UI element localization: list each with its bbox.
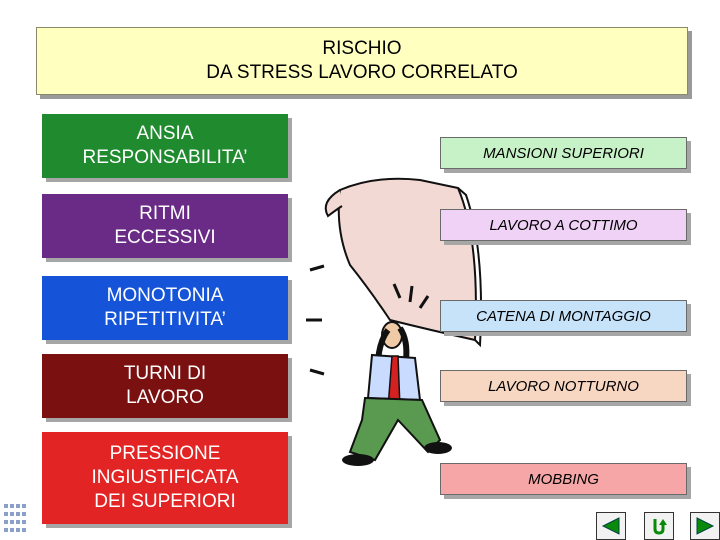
cause-box-ritmi: RITMI ECCESSIVI <box>42 194 288 258</box>
cause-box-pressione: PRESSIONE INGIUSTIFICATA DEI SUPERIORI <box>42 432 288 524</box>
stressor-box-mansioni: MANSIONI SUPERIORI <box>440 137 687 169</box>
stressor-label: LAVORO NOTTURNO <box>488 377 639 395</box>
cause-label-line: MONOTONIA <box>106 285 224 306</box>
cause-label-line: TURNI DI <box>123 363 207 384</box>
stressor-box-cottimo: LAVORO A COTTIMO <box>440 209 687 241</box>
cause-label-line: PRESSIONE <box>109 443 221 464</box>
cause-label-line: RIPETITIVITA’ <box>104 309 226 330</box>
cause-label-line: RITMI <box>139 203 191 224</box>
title-line-2: DA STRESS LAVORO CORRELATO <box>206 62 518 83</box>
return-button[interactable] <box>644 512 674 540</box>
cause-label-line: ANSIA <box>136 123 194 144</box>
triangle-left-icon <box>601 517 620 535</box>
corner-dots-decoration <box>4 504 26 532</box>
back-button[interactable] <box>596 512 626 540</box>
stressor-box-notturno: LAVORO NOTTURNO <box>440 370 687 402</box>
return-arrow-icon <box>653 519 667 535</box>
triangle-right-icon <box>696 517 715 535</box>
cause-label-line: LAVORO <box>126 387 204 408</box>
cause-box-turni: TURNI DI LAVORO <box>42 354 288 418</box>
cause-label-line: RESPONSABILITA’ <box>82 147 248 168</box>
cause-box-ansia: ANSIA RESPONSABILITA’ <box>42 114 288 178</box>
stressor-label: MOBBING <box>528 470 599 488</box>
stressor-box-mobbing: MOBBING <box>440 463 687 495</box>
stressor-label: MANSIONI SUPERIORI <box>483 144 644 162</box>
cause-label-line: DEI SUPERIORI <box>94 491 236 512</box>
title-line-1: RISCHIO <box>322 38 402 59</box>
stressor-box-catena: CATENA DI MONTAGGIO <box>440 300 687 332</box>
cause-box-monotonia: MONOTONIA RIPETITIVITA’ <box>42 276 288 340</box>
page-title: RISCHIO DA STRESS LAVORO CORRELATO <box>36 27 688 95</box>
forward-button[interactable] <box>690 512 720 540</box>
stressor-label: CATENA DI MONTAGGIO <box>476 307 651 325</box>
cause-label-line: ECCESSIVI <box>114 227 216 248</box>
cause-label-line: INGIUSTIFICATA <box>91 467 239 488</box>
stressor-label: LAVORO A COTTIMO <box>489 216 638 234</box>
